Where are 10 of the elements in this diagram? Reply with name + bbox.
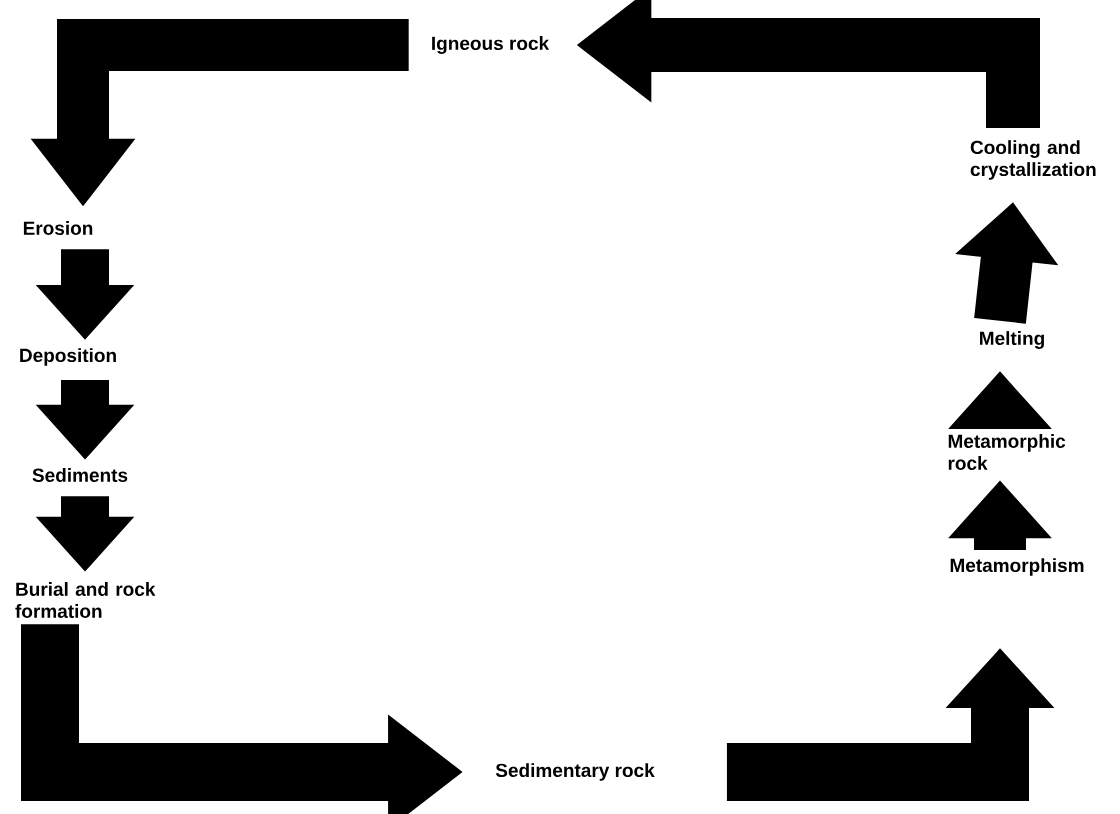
process-label: Metamorphic rock bbox=[948, 434, 1066, 470]
process-label: Igneous rock bbox=[432, 36, 550, 54]
process-label: Erosion bbox=[23, 221, 93, 235]
process-label: Deposition bbox=[20, 348, 116, 366]
process-label: Sediments bbox=[32, 468, 128, 482]
process-label: Cooling and crystallization bbox=[970, 140, 1096, 180]
process-label: Metamorphism bbox=[950, 558, 1084, 576]
process-label: Burial and rock formation bbox=[15, 582, 156, 618]
process-label: Melting bbox=[980, 331, 1044, 349]
process-label: Sedimentary rock bbox=[495, 763, 655, 781]
